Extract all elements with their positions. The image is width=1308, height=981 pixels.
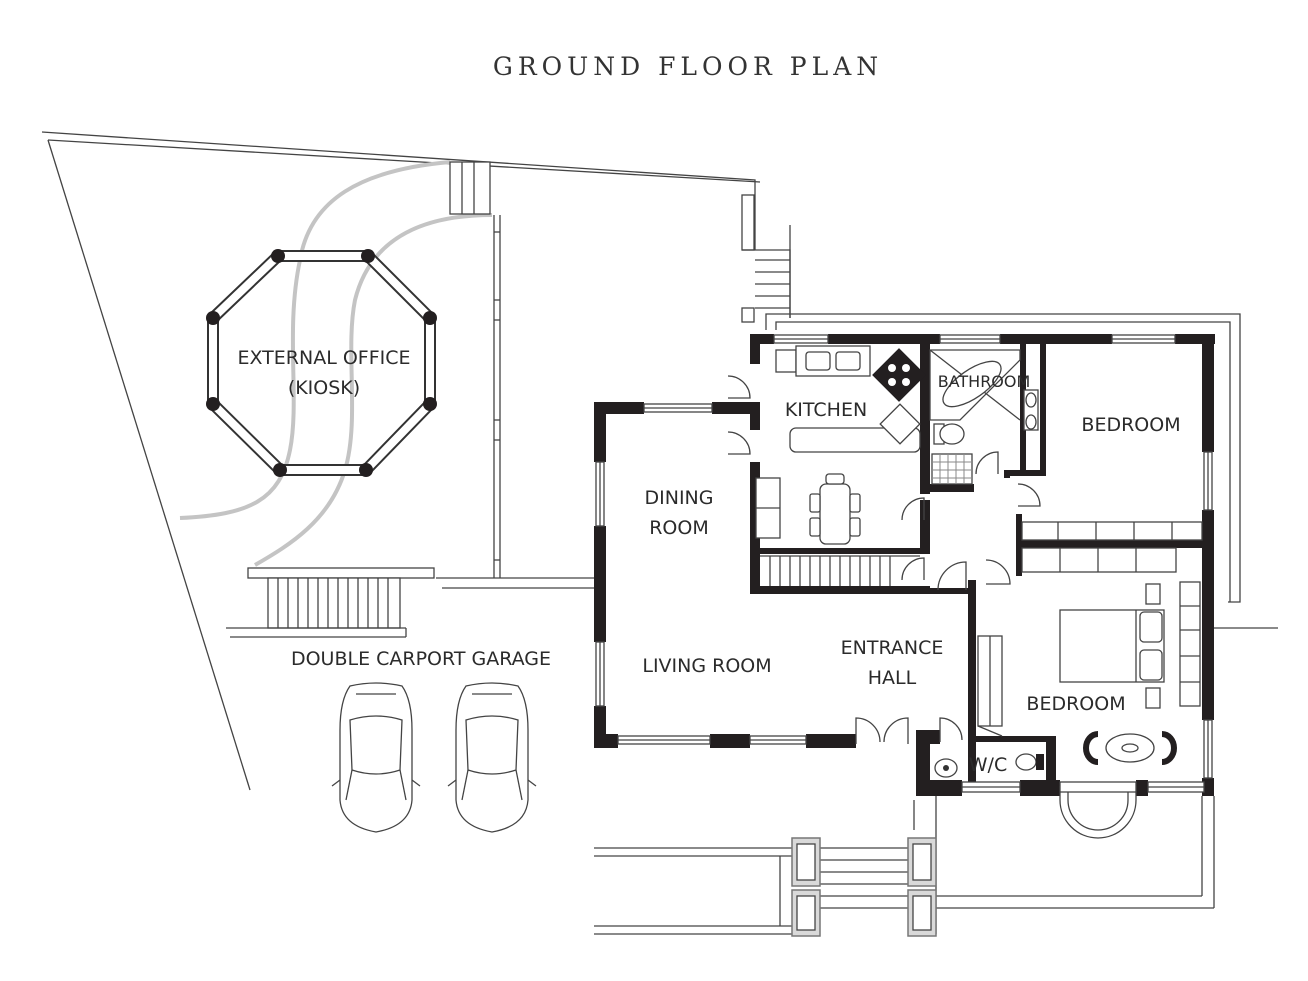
garden-path (179, 160, 493, 567)
carport-steps (226, 567, 594, 638)
site-boundary (41, 131, 761, 791)
kitchen-stairs (760, 555, 920, 586)
label-bedroom-1: BEDROOM (1081, 414, 1180, 436)
fence (493, 215, 501, 578)
label-living-room: LIVING ROOM (642, 655, 771, 677)
label-external-office-line2: (KIOSK) (288, 377, 360, 399)
label-external-office-line1: EXTERNAL OFFICE (237, 347, 410, 369)
bedroom-furniture (977, 581, 1201, 765)
room-labels: EXTERNAL OFFICE (KIOSK) KITCHEN BATHROOM… (237, 347, 1180, 776)
windows (595, 334, 1213, 793)
label-dining-line1: DINING (645, 487, 714, 509)
terrace-outline (765, 313, 1278, 629)
label-entrance-line1: ENTRANCE (841, 637, 944, 659)
label-carport: DOUBLE CARPORT GARAGE (291, 648, 551, 670)
kitchen-furniture (755, 345, 926, 545)
front-terrace (594, 796, 1215, 937)
label-kitchen: KITCHEN (785, 399, 867, 421)
doors (727, 375, 1041, 744)
top-steps (449, 161, 491, 215)
wc-fixtures (934, 753, 1044, 778)
wardrobe (1021, 521, 1203, 573)
house-walls (594, 334, 1215, 796)
bathroom-fixtures (929, 349, 1039, 485)
label-bedroom-2: BEDROOM (1026, 693, 1125, 715)
label-dining-line2: ROOM (649, 517, 709, 539)
plan-title: GROUND FLOOR PLAN (492, 52, 884, 81)
label-entrance-line2: HALL (868, 667, 917, 689)
side-stairs (741, 194, 791, 323)
label-wc: W/C (969, 754, 1007, 776)
kiosk-octagon (206, 249, 437, 477)
car-left (331, 682, 421, 833)
label-bathroom: BATHROOM (938, 372, 1031, 391)
bay-window (1059, 781, 1137, 839)
car-right (447, 682, 537, 833)
